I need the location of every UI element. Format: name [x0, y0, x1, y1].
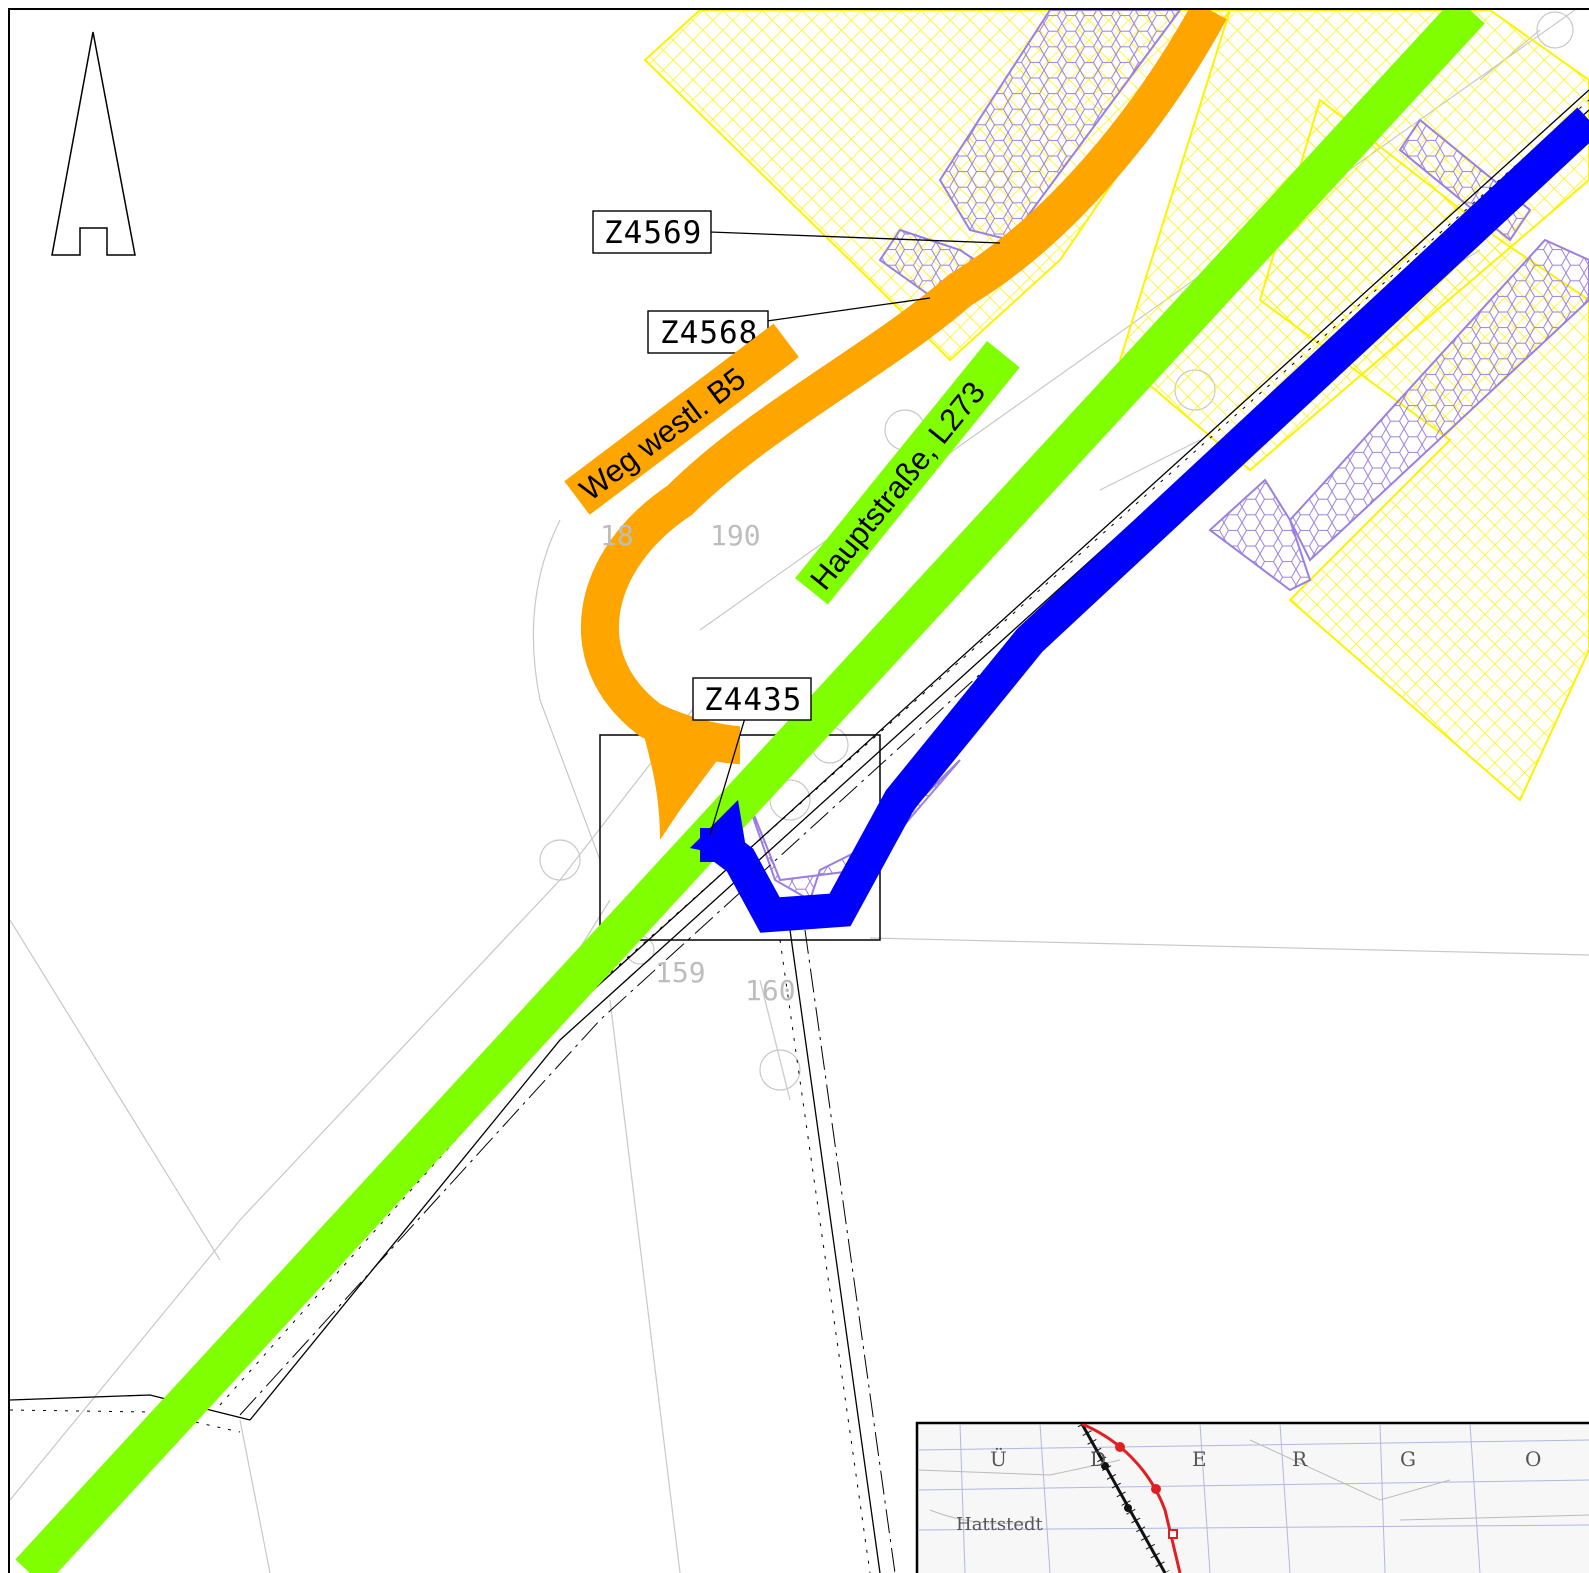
faint-number-190: 190: [710, 519, 761, 552]
faint-number-159: 159: [655, 956, 706, 989]
inset-letter-0: Ü: [990, 1446, 1007, 1471]
callout-z4435: Z4435: [692, 677, 812, 721]
callout-z4569-label: Z4569: [604, 215, 702, 251]
purple-hatch-areas: [739, 10, 1589, 902]
inset-letter-4: G: [1400, 1447, 1416, 1471]
orange-junction: [640, 720, 740, 840]
inset-town-hattstedt: Hattstedt: [956, 1514, 1044, 1535]
blue-route-tip: [690, 800, 748, 860]
leader-lines: [709, 231, 1001, 836]
callout-z4569: Z4569: [592, 210, 712, 254]
callout-z4568: Z4568: [647, 310, 769, 354]
map-frame: [8, 8, 1589, 1573]
north-arrow-icon: [51, 31, 136, 256]
faint-numbers: 18 190 159 160: [600, 519, 796, 1007]
orange-route: [580, 10, 1227, 764]
green-route: [15, 10, 1485, 1573]
inset-letter-3: R: [1292, 1447, 1308, 1471]
inset-letter-2: E: [1192, 1447, 1207, 1471]
inset-route: [1081, 1424, 1182, 1573]
orange-road-label-text: Weg westl. B5: [573, 361, 752, 508]
inset-letter-5: O: [1525, 1447, 1541, 1471]
callout-z4435-label: Z4435: [704, 682, 802, 718]
inset-rail-line: [1080, 1424, 1167, 1573]
faint-number-160: 160: [745, 974, 796, 1007]
inset-letter-1: D: [1090, 1447, 1106, 1471]
inset-overview-map: Hattstedt Ü D E R G O: [915, 1421, 1589, 1573]
callout-z4568-label: Z4568: [660, 315, 758, 351]
faint-number-18: 18: [600, 519, 634, 552]
